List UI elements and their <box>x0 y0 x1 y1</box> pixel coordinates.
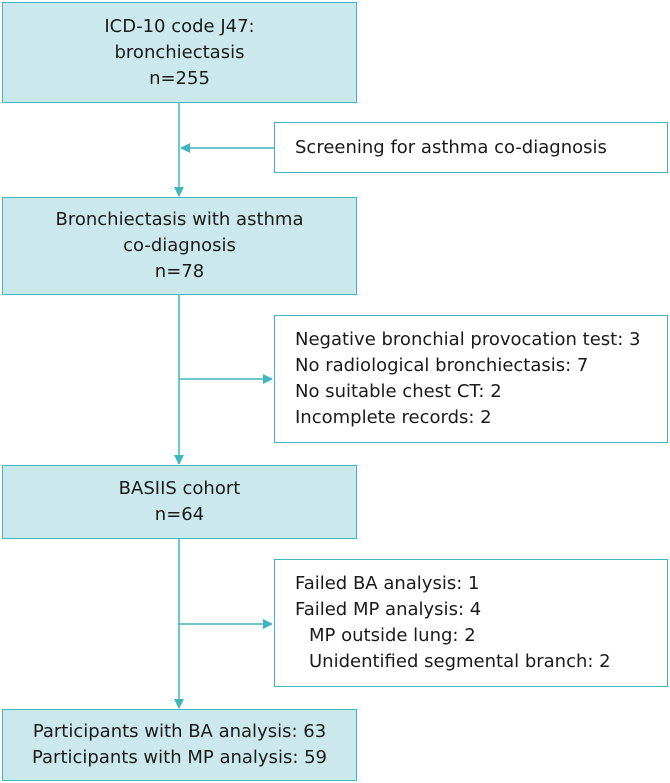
box-bronchiectasis-asthma: Bronchiectasis with asthma co-diagnosis … <box>2 197 357 295</box>
box4-line-2: Participants with MP analysis: 59 <box>31 747 328 768</box>
exclusion1-line-3: No suitable chest CT: 2 <box>295 381 502 402</box>
box-icd10-bronchiectasis: ICD-10 code J47: bronchiectasis n=255 <box>2 2 357 103</box>
exclusion1-line-4: Incomplete records: 2 <box>295 407 492 428</box>
box1-line-3: n=255 <box>149 67 210 89</box>
box2-line-2: co-diagnosis <box>123 235 236 256</box>
screening-text: Screening for asthma co-diagnosis <box>295 136 607 158</box>
box3-line-1: BASIIS cohort <box>118 478 241 499</box>
box-exclusion-2: Failed BA analysis: 1 Failed MP analysis… <box>274 559 668 687</box>
box-screening: Screening for asthma co-diagnosis <box>274 122 668 173</box>
box3-line-2: n=64 <box>154 504 205 525</box>
box-participants: Participants with BA analysis: 63 Partic… <box>2 709 357 781</box>
box1-line-2: bronchiectasis <box>114 41 245 63</box>
box1-line-1: ICD-10 code J47: <box>104 15 255 37</box>
box-exclusion-1: Negative bronchial provocation test: 3 N… <box>274 315 668 443</box>
exclusion1-line-2: No radiological bronchiectasis: 7 <box>295 355 589 376</box>
box-basiis-cohort: BASIIS cohort n=64 <box>2 465 357 539</box>
exclusion1-line-1: Negative bronchial provocation test: 3 <box>295 329 641 350</box>
exclusion2-line-4: Unidentified segmental branch: 2 <box>309 651 611 672</box>
exclusion2-line-1: Failed BA analysis: 1 <box>295 573 480 594</box>
exclusion2-line-2: Failed MP analysis: 4 <box>295 599 482 620</box>
box4-line-1: Participants with BA analysis: 63 <box>32 721 327 742</box>
box2-line-1: Bronchiectasis with asthma <box>55 209 304 230</box>
box2-line-3: n=78 <box>154 261 205 282</box>
exclusion2-line-3: MP outside lung: 2 <box>309 625 476 646</box>
